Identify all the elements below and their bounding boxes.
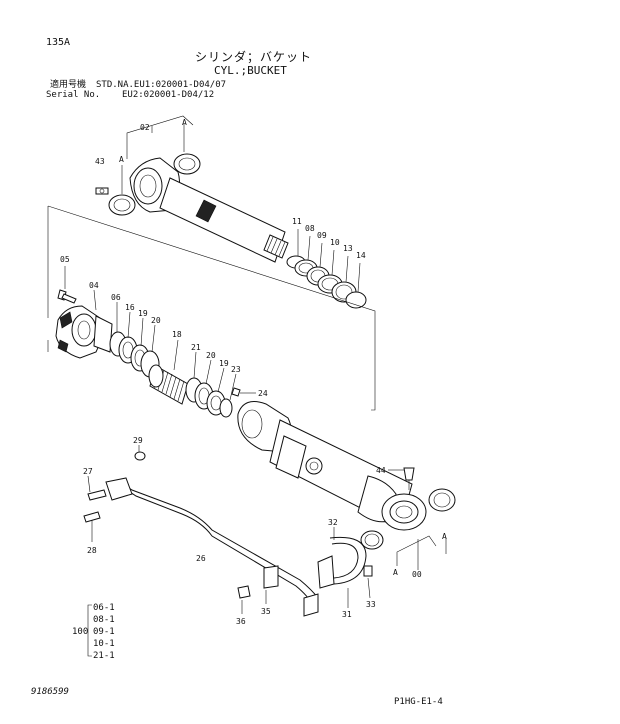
group-100-item: 06-1	[93, 603, 115, 613]
serial-range-1: STD.NA.EU1:020001-D04/07	[96, 80, 227, 90]
callout-19: 19	[219, 359, 229, 368]
group-100-label: 100	[72, 627, 89, 637]
callout-43: 43	[95, 157, 105, 166]
callout-14: 14	[356, 251, 366, 260]
group-100-item: 21-1	[93, 651, 115, 661]
callout-19: 19	[138, 309, 148, 318]
callout-08: 08	[305, 224, 315, 233]
callout-35: 35	[261, 607, 271, 616]
callout-A: A	[442, 532, 447, 541]
title-japanese: シリンダ；バケット	[195, 50, 313, 64]
callout-18: 18	[172, 330, 182, 339]
serial-range-2: EU2:020001-D04/12	[122, 90, 215, 100]
piston-rings	[185, 377, 233, 418]
rod-eye-bushing-right	[173, 153, 201, 175]
callout-20: 20	[206, 351, 216, 360]
piston-18	[148, 364, 189, 405]
group-100-item: 10-1	[93, 639, 115, 649]
callout-44: 44	[376, 466, 386, 475]
callout-A: A	[393, 568, 398, 577]
callout-27: 27	[83, 467, 93, 476]
callout-32: 32	[328, 518, 338, 527]
footer-code: P1HG-E1-4	[394, 697, 443, 707]
tube-eye-bushing-left	[360, 530, 384, 550]
group-100-item: 09-1	[93, 627, 115, 637]
cylinder-head-04	[55, 305, 113, 359]
callout-05: 05	[60, 255, 70, 264]
piston-rod	[129, 157, 289, 263]
drawing-number: 9186599	[31, 687, 69, 697]
callout-00: 00	[412, 570, 422, 579]
callout-10: 10	[330, 238, 340, 247]
callout-33: 33	[366, 600, 376, 609]
bolts-27-28	[83, 489, 107, 523]
callout-09: 09	[317, 231, 327, 240]
callout-31: 31	[342, 610, 352, 619]
clamp-band-31-32	[237, 536, 373, 599]
seal-ring-set	[286, 255, 367, 309]
callout-24: 24	[258, 389, 268, 398]
callout-36: 36	[236, 617, 246, 626]
callout-A: A	[182, 118, 187, 127]
rod-eye-bushing-left	[108, 194, 136, 216]
callout-16: 16	[125, 303, 135, 312]
callout-02: 02	[140, 123, 150, 132]
callout-26: 26	[196, 554, 206, 563]
callout-21: 21	[191, 343, 201, 352]
title-english: CYL.;BUCKET	[214, 64, 287, 77]
group-100-item: 08-1	[93, 615, 115, 625]
group-100-bracket	[87, 604, 92, 657]
applicability-label: 適用号機	[50, 80, 87, 90]
cylinder-tube	[237, 401, 427, 531]
pipe-26	[105, 451, 319, 617]
serial-label: Serial No.	[46, 90, 101, 100]
callout-11: 11	[292, 217, 302, 226]
callout-A: A	[119, 155, 124, 164]
callout-23: 23	[231, 365, 241, 374]
set-screw-24	[231, 387, 241, 397]
grease-fitting-43	[95, 187, 109, 195]
callout-28: 28	[87, 546, 97, 555]
callout-04: 04	[89, 281, 99, 290]
bolt-05	[57, 289, 77, 304]
callout-29: 29	[133, 436, 143, 445]
tube-eye-bushing-right	[428, 488, 456, 512]
callout-13: 13	[343, 244, 353, 253]
callout-20: 20	[151, 316, 161, 325]
grease-fitting-44	[403, 467, 415, 490]
page-code: 135A	[46, 37, 71, 48]
callout-06: 06	[111, 293, 121, 302]
